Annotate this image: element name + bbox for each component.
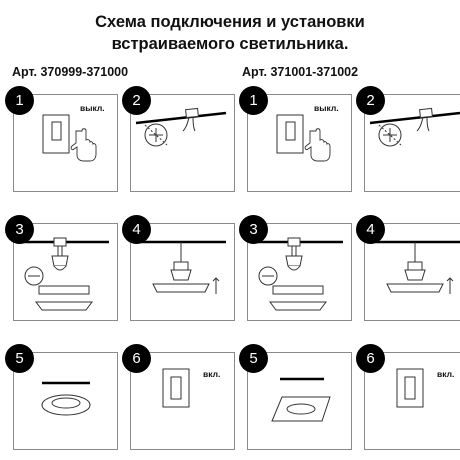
step-badge: 2 <box>356 86 385 115</box>
switch-state-label: выкл. <box>314 103 339 113</box>
step-badge: 5 <box>239 344 268 373</box>
switch-state-label: вкл. <box>203 369 221 379</box>
article-label-right: Арт. 371001-371002 <box>242 65 359 79</box>
page-title-line-2: встраиваемого светильника. <box>111 35 349 53</box>
wall-switch-on-illustration <box>162 368 190 408</box>
ceiling-mount-illustration <box>139 240 226 294</box>
square-frame-illustration <box>271 377 331 422</box>
step-badge: 5 <box>5 344 34 373</box>
step-badge: 4 <box>356 215 385 244</box>
step-badge: 1 <box>5 86 34 115</box>
lamp-insertion-illustration <box>256 237 343 311</box>
step-panel-1-right: 1 выкл. <box>239 86 352 192</box>
page-title-line-1: Схема подключения и установки <box>95 13 365 31</box>
step-badge: 6 <box>356 344 385 373</box>
step-badge: 3 <box>5 215 34 244</box>
lamp-insertion-illustration <box>22 237 109 311</box>
wall-switch-illustration <box>276 114 331 162</box>
step-panel-5-left: 5 <box>5 344 118 450</box>
step-panel-1-left: 1 выкл. <box>5 86 118 192</box>
round-frame-illustration <box>41 381 91 416</box>
wall-switch-on-illustration <box>396 368 424 408</box>
step-panel-3-right: 3 <box>239 215 352 321</box>
step-panel-2-left: 2 <box>122 86 235 192</box>
step-panel-2-right: 2 <box>356 86 460 192</box>
wiring-illustration <box>135 107 227 147</box>
step-badge: 6 <box>122 344 151 373</box>
step-panel-3-left: 3 <box>5 215 118 321</box>
wall-switch-illustration <box>42 114 97 162</box>
step-badge: 1 <box>239 86 268 115</box>
step-badge: 3 <box>239 215 268 244</box>
step-badge: 4 <box>122 215 151 244</box>
step-panel-6-left: 6 вкл. <box>122 344 235 450</box>
ceiling-mount-illustration <box>373 240 460 294</box>
step-panel-4-left: 4 <box>122 215 235 321</box>
article-label-left: Арт. 370999-371000 <box>12 65 129 79</box>
hand-icon <box>304 128 331 162</box>
wiring-illustration <box>369 107 460 147</box>
switch-state-label: выкл. <box>80 103 105 113</box>
hand-icon <box>70 128 97 162</box>
switch-state-label: вкл. <box>437 369 455 379</box>
step-panel-6-right: 6 вкл. <box>356 344 460 450</box>
step-panel-4-right: 4 <box>356 215 460 321</box>
step-badge: 2 <box>122 86 151 115</box>
step-panel-5-right: 5 <box>239 344 352 450</box>
